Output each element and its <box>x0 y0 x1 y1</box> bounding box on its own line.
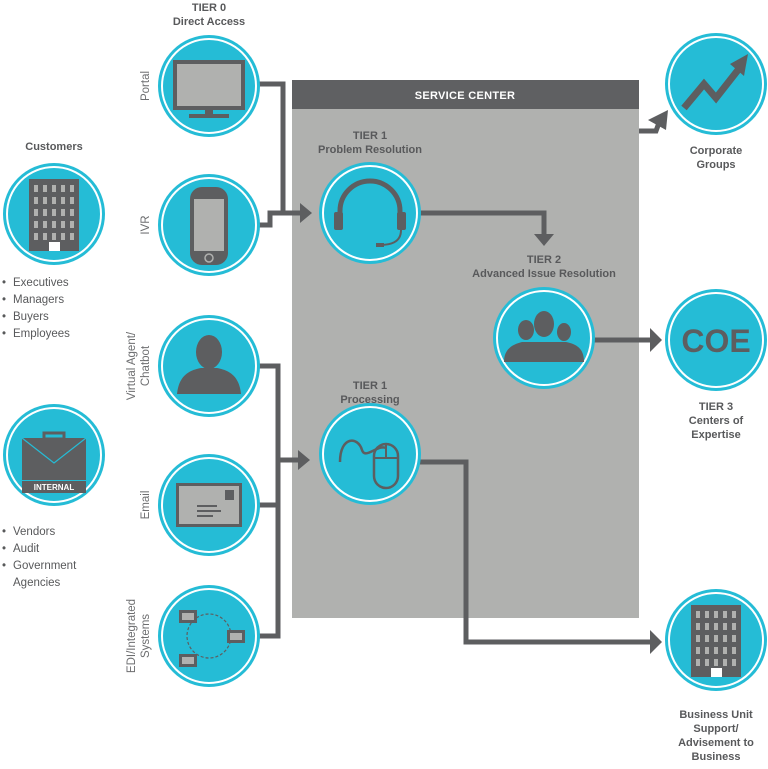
ivr-node[interactable] <box>157 173 261 277</box>
list-item: Audit <box>13 543 40 555</box>
business-unit-node[interactable] <box>664 588 768 692</box>
connectors <box>259 81 668 654</box>
tier1-resolution-title: TIER 1 <box>353 130 387 142</box>
headset-icon <box>334 178 406 247</box>
smartphone-icon <box>190 187 228 265</box>
list-item: Vendors <box>13 526 55 538</box>
virtual-agent-label-1: Virtual Agent/ <box>126 331 138 400</box>
tier2-subtitle: Advanced Issue Resolution <box>472 268 616 280</box>
team-icon <box>504 311 584 362</box>
svg-text:•: • <box>2 311 6 323</box>
email-node[interactable] <box>157 453 261 557</box>
list-item: Managers <box>13 294 64 306</box>
list-item: Buyers <box>13 311 49 323</box>
tier2-node[interactable] <box>492 286 596 390</box>
svg-text:•: • <box>2 526 6 538</box>
svg-text:•: • <box>2 560 6 572</box>
briefcase-icon: INTERNAL <box>21 431 87 493</box>
internal-badge: INTERNAL <box>34 483 75 492</box>
edi-label-2: Systems <box>140 614 152 658</box>
list-item: Employees <box>13 328 70 340</box>
virtual-agent-node[interactable] <box>157 314 261 418</box>
svg-text:•: • <box>2 277 6 289</box>
list-item: Executives <box>13 277 69 289</box>
edi-node[interactable] <box>157 584 261 688</box>
portal-label: Portal <box>140 71 152 101</box>
business-label-1: Business Unit <box>679 709 753 721</box>
portal-node[interactable] <box>157 34 261 138</box>
building-icon <box>691 605 741 677</box>
trend-up-arrow-icon <box>681 54 748 111</box>
internal-node: INTERNAL <box>2 403 106 507</box>
svg-text:•: • <box>2 543 6 555</box>
coe-logo: COE <box>681 323 750 359</box>
tier0-title: TIER 0 <box>192 2 226 14</box>
business-label-3: Advisement to <box>678 737 754 749</box>
mouse-icon <box>338 439 400 490</box>
internal-list: • Vendors • Audit • Government Agencies <box>2 526 77 589</box>
email-label: Email <box>140 491 152 520</box>
tier1-processing-subtitle: Processing <box>340 394 399 406</box>
corporate-groups-node[interactable] <box>664 32 768 136</box>
tier1-resolution-subtitle: Problem Resolution <box>318 144 422 156</box>
coe-node[interactable]: COE <box>664 288 768 392</box>
tier1-processing-title: TIER 1 <box>353 380 387 392</box>
svg-text:•: • <box>2 294 6 306</box>
list-item: Government <box>13 560 77 572</box>
tier1-processing-node[interactable] <box>318 402 422 506</box>
svg-text:•: • <box>2 328 6 340</box>
list-item: Agencies <box>13 577 61 589</box>
tier3-line-2: Centers of <box>689 415 744 427</box>
customers-node <box>2 162 106 266</box>
corporate-label-1: Corporate <box>690 145 743 157</box>
envelope-icon <box>176 483 242 527</box>
building-icon <box>29 179 79 251</box>
business-label-2: Support/ <box>693 723 738 735</box>
business-label-4: Business <box>692 751 741 763</box>
corporate-label-2: Groups <box>696 159 735 171</box>
edi-label-1: EDI/Integrated <box>126 599 138 673</box>
ivr-label: IVR <box>140 215 152 234</box>
tier3-line-3: Expertise <box>691 429 741 441</box>
virtual-agent-label-2: Chatbot <box>140 345 152 386</box>
tier2-title: TIER 2 <box>527 254 561 266</box>
tier0-subtitle: Direct Access <box>173 16 245 28</box>
customers-title: Customers <box>25 141 82 153</box>
service-center-header: SERVICE CENTER <box>415 90 516 102</box>
monitor-icon <box>173 60 245 118</box>
person-silhouette-icon <box>177 335 241 394</box>
tier1-resolution-node[interactable] <box>318 161 422 265</box>
tier3-title: TIER 3 <box>699 401 733 413</box>
network-computers-icon <box>179 610 245 667</box>
customers-list: • Executives • Managers • Buyers • Employees <box>2 277 70 340</box>
